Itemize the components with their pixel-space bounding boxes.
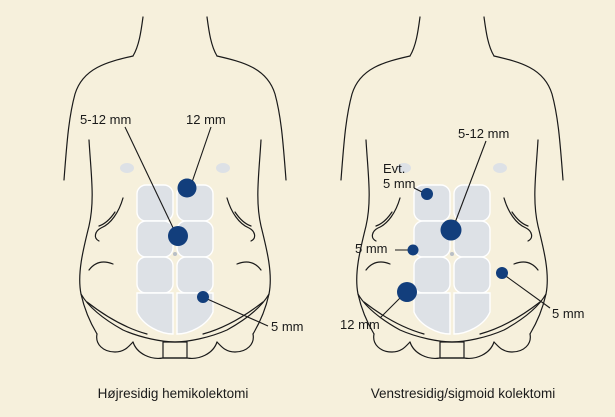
- trocar-port: [397, 282, 417, 302]
- port-size-label: 12 mm: [340, 317, 380, 332]
- port-size-label: 5 mm: [271, 319, 304, 334]
- port-size-label: 5 mm: [383, 176, 416, 191]
- torso-figure-right: [341, 17, 563, 358]
- trocar-port: [441, 220, 462, 241]
- panel-caption: Højresidig hemikolektomi: [98, 386, 249, 401]
- trocar-port: [197, 291, 209, 303]
- trocar-port: [496, 267, 508, 279]
- leader-line: [190, 127, 211, 188]
- port-size-label: 12 mm: [186, 112, 226, 127]
- trocar-port: [178, 179, 197, 198]
- port-size-label: 5 mm: [355, 241, 388, 256]
- leader-line: [205, 298, 268, 326]
- trocar-port: [408, 245, 419, 256]
- leader-line: [503, 274, 550, 308]
- port-size-label: Evt.: [383, 161, 405, 176]
- torso-figure-left: [64, 17, 286, 358]
- trocar-port: [168, 226, 188, 246]
- panel-caption: Venstresidig/sigmoid kolektomi: [371, 386, 556, 401]
- port-size-label: 5-12 mm: [80, 112, 131, 127]
- port-size-label: 5-12 mm: [458, 126, 509, 141]
- port-size-label: 5 mm: [552, 306, 585, 321]
- trocar-port: [421, 188, 433, 200]
